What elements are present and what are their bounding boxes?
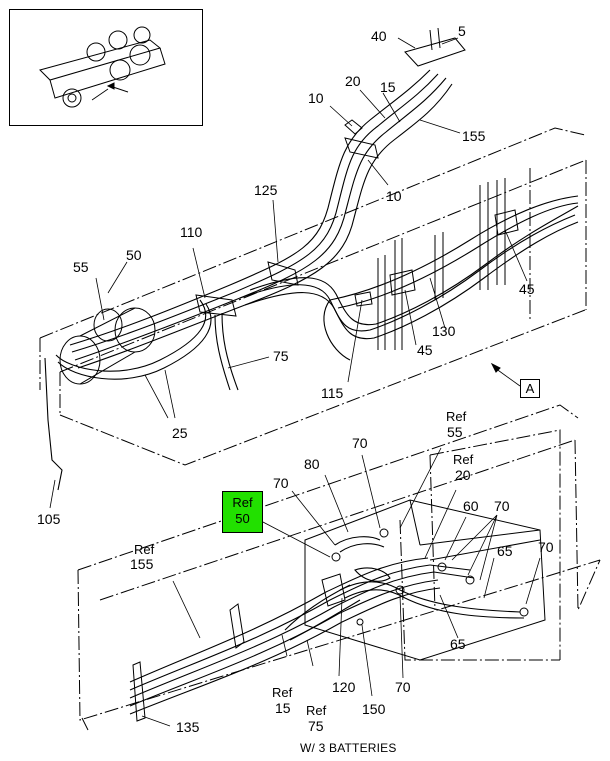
figure-caption: W/ 3 BATTERIES xyxy=(300,741,397,755)
callout-45-mid: 45 xyxy=(417,342,433,358)
inset-view-frame xyxy=(9,9,203,126)
upper-leaders xyxy=(49,37,528,509)
callout-45-right: 45 xyxy=(519,281,535,297)
upper-brackets xyxy=(377,178,506,350)
callout-10-top: 10 xyxy=(308,90,324,106)
ref-20-number: 20 xyxy=(455,467,471,483)
lower-leaders xyxy=(141,447,541,727)
upper-clamps xyxy=(195,27,519,317)
callout-70-left: 70 xyxy=(273,475,289,491)
callout-80: 80 xyxy=(304,456,320,472)
upper-batteries xyxy=(59,307,156,385)
callout-25: 25 xyxy=(172,425,188,441)
callout-75: 75 xyxy=(273,348,289,364)
highlight-number: 50 xyxy=(235,511,250,526)
callout-150: 150 xyxy=(362,701,386,717)
lower-harness xyxy=(129,536,525,715)
callout-70-right: 70 xyxy=(494,498,510,514)
callout-65-right: 65 xyxy=(497,543,513,559)
inset-chassis xyxy=(39,26,166,108)
ref-75-label: Ref xyxy=(306,703,327,718)
ref-75-number: 75 xyxy=(308,718,324,734)
highlighted-callout-ref-50[interactable]: Ref 50 xyxy=(222,491,263,533)
callout-70-top: 70 xyxy=(352,435,368,451)
ref-55-number: 55 xyxy=(447,424,463,440)
lower-clamps xyxy=(132,528,529,722)
ref-20-label: Ref xyxy=(453,452,474,467)
ref-15-label: Ref xyxy=(272,685,293,700)
callout-70-far-right: 70 xyxy=(538,539,554,555)
callout-15: 15 xyxy=(380,79,396,95)
callout-5: 5 xyxy=(458,23,466,39)
callout-110: 110 xyxy=(180,224,203,240)
callout-20: 20 xyxy=(345,73,361,89)
lower-frame xyxy=(77,404,601,731)
callout-55: 55 xyxy=(73,259,89,275)
callout-120: 120 xyxy=(332,679,356,695)
callout-115: 115 xyxy=(321,385,344,401)
callout-40: 40 xyxy=(371,28,387,44)
highlight-ref-text: Ref xyxy=(232,495,253,510)
callout-65-bottom: 65 xyxy=(450,636,466,652)
ref-55-label: Ref xyxy=(446,409,467,424)
callout-50: 50 xyxy=(126,247,142,263)
upper-harness xyxy=(44,69,579,491)
upper-frame-rail xyxy=(39,127,587,466)
callout-130: 130 xyxy=(432,323,456,339)
callout-10-lower: 10 xyxy=(386,188,402,204)
callout-125: 125 xyxy=(254,182,278,198)
callout-135: 135 xyxy=(176,719,200,735)
lower-battery-box xyxy=(304,499,546,661)
callout-105: 105 xyxy=(37,511,61,527)
callout-70-bottom: 70 xyxy=(395,679,411,695)
callout-155: 155 xyxy=(462,128,486,144)
callout-60: 60 xyxy=(463,498,479,514)
ref-155-label: Ref xyxy=(134,542,155,557)
ref-15-number: 15 xyxy=(275,700,291,716)
ref-155-number: 155 xyxy=(130,556,154,572)
view-a-marker: A xyxy=(520,379,540,398)
